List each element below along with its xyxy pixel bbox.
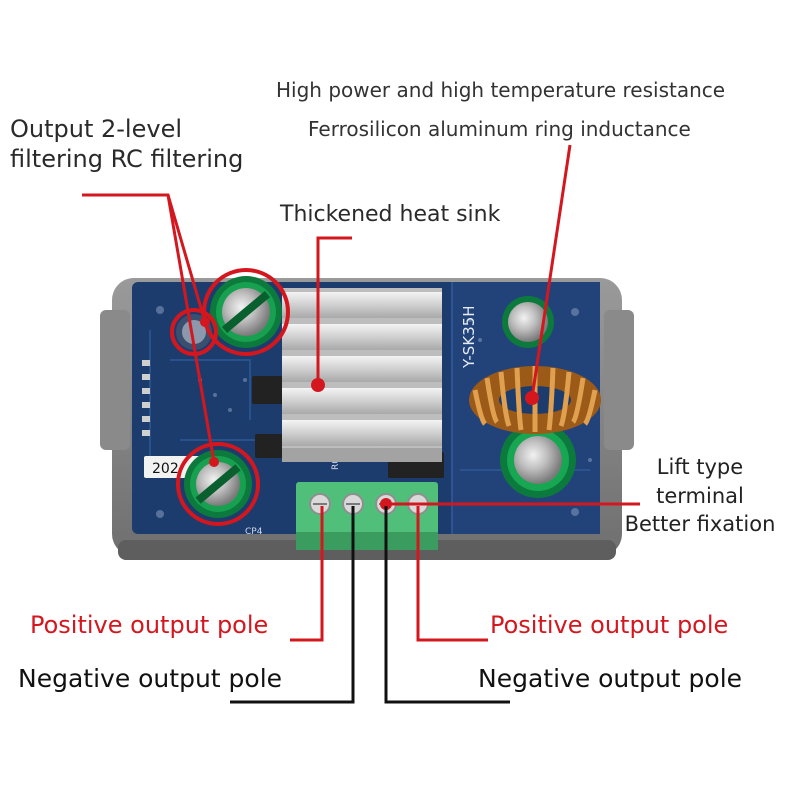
positive-pole-label-right: Positive output pole	[490, 611, 729, 639]
terminal-block	[296, 482, 438, 550]
negative-pole-label-right: Negative output pole	[478, 664, 743, 693]
terminal-label-line2: terminal	[656, 484, 744, 508]
highlight-circles	[170, 268, 290, 526]
terminal-label-line1: Lift type	[656, 455, 744, 479]
inductor-label-line2: Ferrosilicon aluminum ring inductance	[308, 117, 691, 141]
callout-lines	[82, 144, 640, 642]
silkscreen-date: 202	[152, 461, 179, 477]
callout-dots	[200, 317, 539, 510]
negative-leader-lines	[230, 506, 510, 704]
negative-pole-label-left: Negative output pole	[18, 664, 283, 693]
terminal-label-line3: Better fixation	[624, 512, 776, 536]
filter-label-line1: Output 2-level	[10, 115, 182, 143]
capacitor-top	[210, 276, 282, 348]
heat-sink	[282, 288, 442, 462]
silkscreen-model: Y-SK35H	[460, 305, 478, 369]
heatsink-label: Thickened heat sink	[280, 202, 501, 227]
capacitor-bottom	[184, 450, 252, 518]
filter-label-line2: filtering RC filtering	[10, 145, 244, 173]
capacitor-right-bottom	[500, 422, 576, 498]
positive-pole-label-left: Positive output pole	[30, 611, 269, 639]
silkscreen-cp: CP4	[245, 527, 263, 537]
inductor-label-line1: High power and high temperature resistan…	[276, 78, 726, 102]
